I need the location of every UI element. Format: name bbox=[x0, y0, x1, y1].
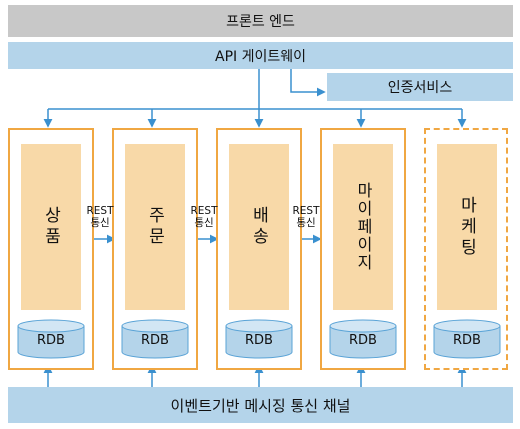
database-icon: RDB bbox=[225, 319, 293, 359]
rest-text: REST bbox=[190, 205, 218, 217]
auth-service-label: 인증서비스 bbox=[387, 80, 453, 96]
frontend-label: 프론트 엔드 bbox=[226, 14, 295, 30]
auth-service-box: 인증서비스 bbox=[327, 73, 513, 101]
database-label: RDB bbox=[141, 333, 169, 348]
database-label: RDB bbox=[245, 333, 273, 348]
service-delivery: 배송 RDB bbox=[216, 128, 302, 370]
rest-text: REST bbox=[86, 205, 114, 217]
service-name: 마이페이지 bbox=[354, 182, 373, 272]
service-body: 상품 bbox=[21, 144, 81, 310]
rest-text: REST bbox=[292, 205, 320, 217]
rest-subtext: 통신 bbox=[194, 217, 214, 229]
database-label: RDB bbox=[349, 333, 377, 348]
event-bus-label: 이벤트기반 메시징 통신 채널 bbox=[170, 396, 351, 415]
service-name: 배송 bbox=[248, 206, 269, 248]
rest-subtext: 통신 bbox=[90, 217, 110, 229]
rest-label-2: REST 통신 bbox=[184, 205, 224, 229]
rest-subtext: 통신 bbox=[296, 217, 316, 229]
service-marketing: 마케팅 RDB bbox=[424, 128, 508, 370]
service-name: 주문 bbox=[144, 206, 165, 248]
event-bus-box: 이벤트기반 메시징 통신 채널 bbox=[8, 387, 513, 423]
database-label: RDB bbox=[453, 333, 481, 348]
database-icon: RDB bbox=[329, 319, 397, 359]
rest-label-3: REST 통신 bbox=[286, 205, 326, 229]
service-mypage: 마이페이지 RDB bbox=[320, 128, 406, 370]
service-product: 상품 RDB bbox=[8, 128, 94, 370]
database-icon: RDB bbox=[433, 319, 501, 359]
service-name: 마케팅 bbox=[456, 195, 477, 259]
database-icon: RDB bbox=[121, 319, 189, 359]
service-body: 배송 bbox=[229, 144, 289, 310]
service-body: 마케팅 bbox=[437, 144, 497, 310]
frontend-box: 프론트 엔드 bbox=[8, 5, 513, 37]
service-name: 상품 bbox=[40, 206, 61, 248]
database-label: RDB bbox=[37, 333, 65, 348]
api-gateway-label: API 게이트웨이 bbox=[215, 48, 306, 65]
service-body: 주문 bbox=[125, 144, 185, 310]
service-body: 마이페이지 bbox=[333, 144, 393, 310]
database-icon: RDB bbox=[17, 319, 85, 359]
service-order: 주문 RDB bbox=[112, 128, 198, 370]
auth-connector bbox=[290, 69, 326, 97]
api-gateway-box: API 게이트웨이 bbox=[8, 42, 513, 69]
rest-label-1: REST 통신 bbox=[80, 205, 120, 229]
